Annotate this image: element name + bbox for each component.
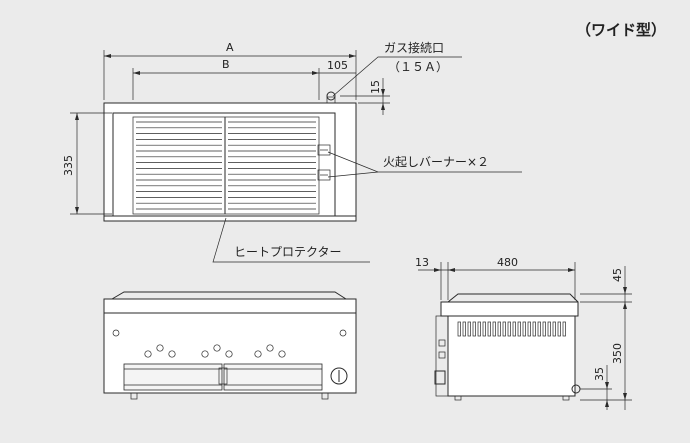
- vent-slot: [462, 321, 466, 337]
- gas-connection-label: ガス接続口: [384, 40, 444, 55]
- vent-slot: [562, 321, 566, 337]
- drawing-title: （ワイド型）: [576, 21, 666, 39]
- heat-protector-label: ヒートプロテクター: [234, 245, 342, 259]
- control-knob: [213, 344, 221, 352]
- gas-connection-fitting: [326, 91, 336, 104]
- side-front-panel: [435, 315, 449, 397]
- burner-nozzle-lower: [317, 169, 331, 181]
- dim-15-label: 15: [369, 80, 382, 94]
- dim-480-label: 480: [497, 256, 518, 269]
- vent-slot: [557, 321, 561, 337]
- dim-35-label: 35: [593, 367, 606, 381]
- vent-slot: [482, 321, 486, 337]
- protector-leader-line: [212, 217, 370, 263]
- dim-335-label: 335: [62, 155, 75, 176]
- control-knob: [254, 350, 262, 358]
- vent-slot: [542, 321, 546, 337]
- vent-slot: [527, 321, 531, 337]
- vent-slot: [472, 321, 476, 337]
- front-foot-left: [130, 392, 138, 400]
- side-body: [447, 315, 576, 397]
- dim-13-label: 13: [415, 256, 429, 269]
- front-top-plate: [103, 298, 357, 314]
- dim-45-label: 45: [611, 268, 624, 282]
- drawer-left: [123, 363, 223, 391]
- dim-105-label: 105: [327, 59, 348, 72]
- vent-slot: [467, 321, 471, 337]
- ignition-dial: [330, 367, 348, 385]
- vent-slot: [507, 321, 511, 337]
- top-view-body: [103, 102, 357, 222]
- vent-slot: [477, 321, 481, 337]
- drawer-right: [223, 363, 323, 391]
- control-knob: [278, 350, 286, 358]
- front-top-rim: [111, 291, 347, 300]
- vent-slot: [512, 321, 516, 337]
- control-knob: [168, 350, 176, 358]
- top-view: A B 105 15 335 ガス接続口 （１５Ａ） 火起しバーナー×２: [62, 40, 522, 263]
- grill-bars: [136, 121, 316, 210]
- vent-slot: [532, 321, 536, 337]
- control-knob: [266, 344, 274, 352]
- dim-a-label: A: [226, 41, 234, 54]
- dim-b-label: B: [222, 58, 230, 71]
- side-top-plate: [440, 301, 579, 317]
- vent-slot: [497, 321, 501, 337]
- vent-slot: [487, 321, 491, 337]
- control-knob: [225, 350, 233, 358]
- vent-slot: [457, 321, 461, 337]
- burner-nozzle-upper: [317, 144, 331, 156]
- side-dial: [434, 370, 446, 385]
- control-knob: [201, 350, 209, 358]
- control-knob: [156, 344, 164, 352]
- control-knob: [144, 350, 152, 358]
- front-view: [103, 291, 357, 400]
- front-hole-left: [112, 329, 120, 337]
- side-vent-slots: [457, 321, 566, 337]
- front-hole-right: [339, 329, 347, 337]
- front-foot-right: [321, 392, 329, 400]
- vent-slot: [552, 321, 556, 337]
- side-top-rim: [447, 293, 579, 303]
- vent-slot: [547, 321, 551, 337]
- vent-slot: [537, 321, 541, 337]
- dim-350-label: 350: [611, 343, 624, 364]
- side-view: 13 480 45 350 35: [415, 256, 632, 410]
- side-foot-right: [562, 395, 570, 401]
- gas-leader-line: [332, 56, 462, 97]
- gas-connection-size: （１５Ａ）: [388, 60, 448, 74]
- vent-slot: [522, 321, 526, 337]
- burner-label: 火起しバーナー×２: [383, 155, 489, 169]
- vent-slot: [492, 321, 496, 337]
- vent-slot: [517, 321, 521, 337]
- vent-slot: [502, 321, 506, 337]
- side-foot-left: [454, 395, 462, 401]
- control-knobs: [144, 344, 286, 358]
- grill-grate: [132, 116, 320, 215]
